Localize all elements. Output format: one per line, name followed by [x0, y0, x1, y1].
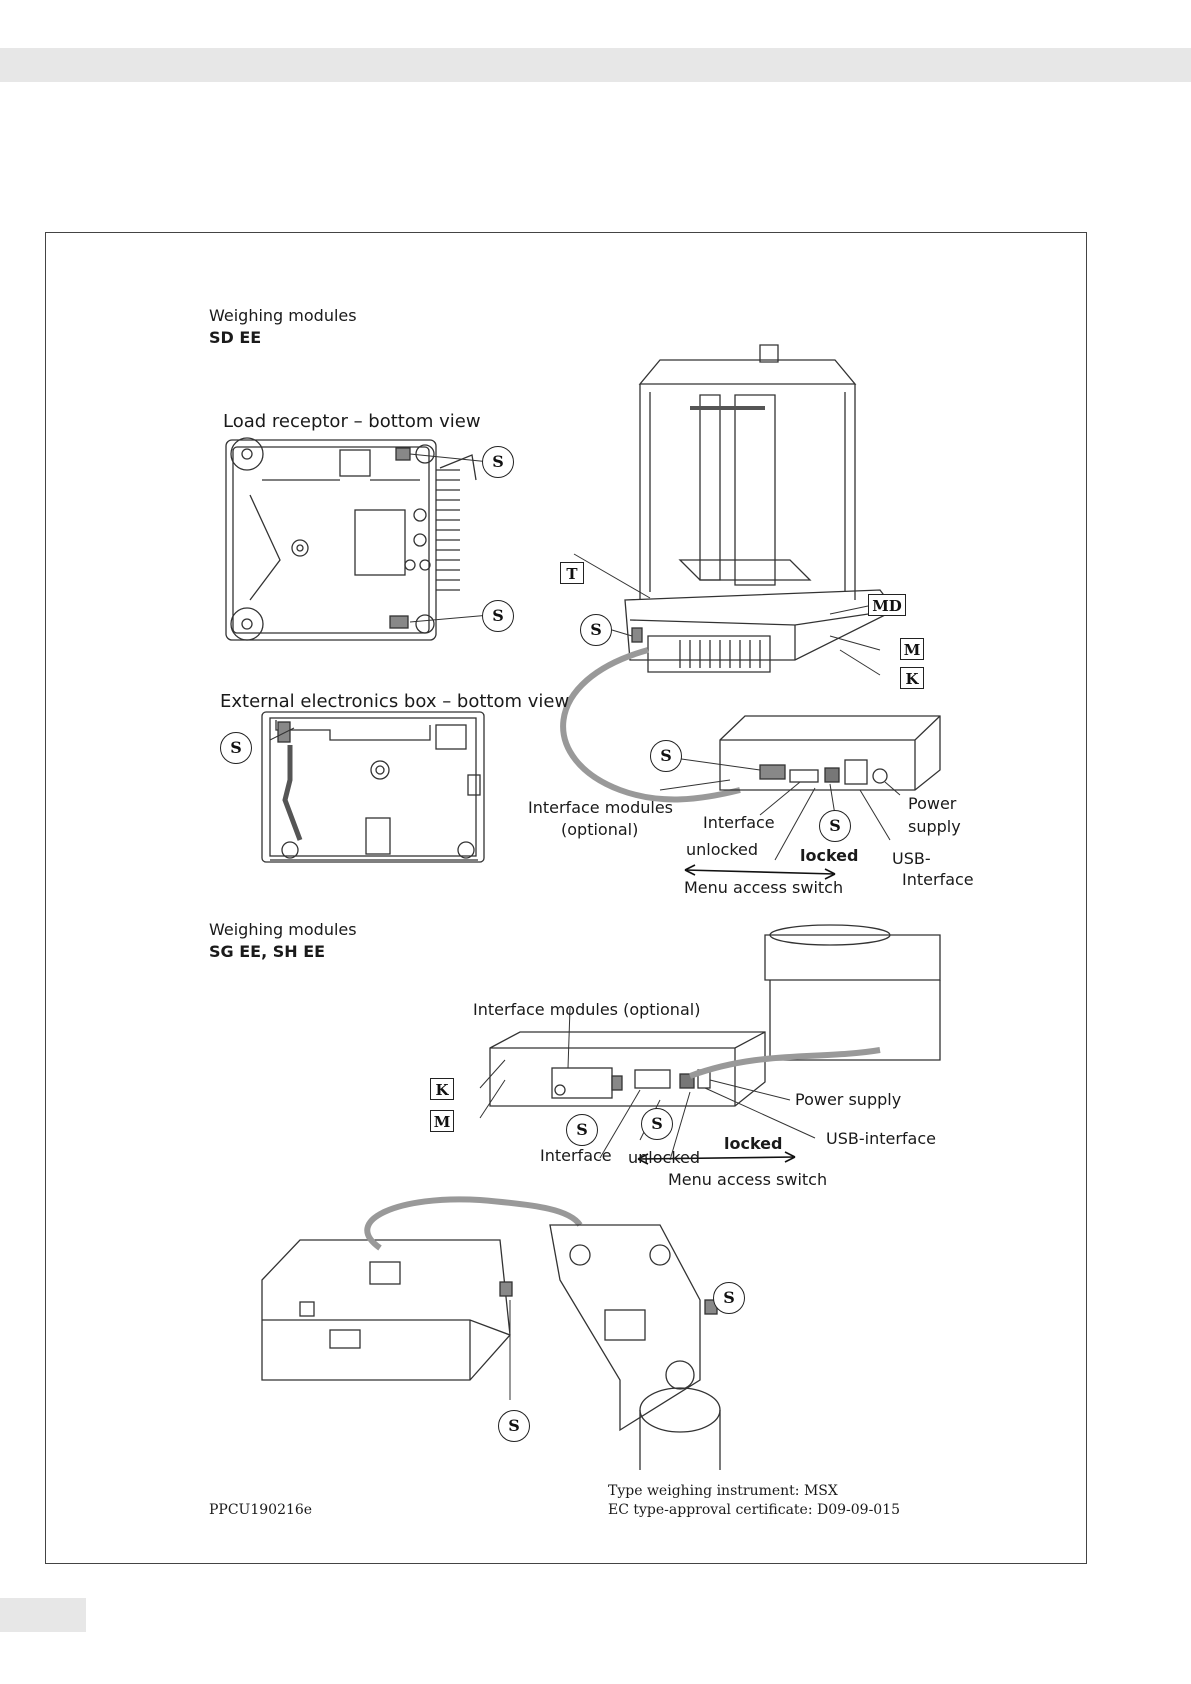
usb-interface-label: USB-interface — [826, 1129, 936, 1148]
seal-marker: S — [580, 614, 612, 646]
section2-models: SG EE, SH EE — [209, 942, 326, 961]
seal-marker: S — [220, 732, 252, 764]
supply-label: supply — [908, 817, 961, 836]
section1-heading: Weighing modules — [209, 306, 357, 325]
seal-marker: S — [641, 1108, 673, 1140]
seal-marker: S — [566, 1114, 598, 1146]
locked-label: locked — [800, 846, 859, 865]
label-k: K — [430, 1078, 454, 1100]
locked-label: locked — [724, 1134, 783, 1153]
usb-label-1: USB- — [892, 849, 931, 868]
label-md: MD — [868, 594, 906, 616]
ec-certificate: EC type-approval certificate: D09-09-015 — [608, 1502, 901, 1518]
interface-label: Interface — [540, 1146, 612, 1165]
type-instrument: Type weighing instrument: MSX — [608, 1483, 838, 1499]
interface-modules-optional-label: Interface modules (optional) — [473, 1000, 701, 1019]
electronics-box-sg-drawing — [479, 924, 941, 1165]
optional-label: (optional) — [561, 820, 639, 839]
seal-marker: S — [482, 446, 514, 478]
section2-heading: Weighing modules — [209, 920, 357, 939]
power-label: Power — [908, 794, 957, 813]
page-tab — [0, 1598, 86, 1632]
sg-bottom-views-drawing — [261, 1196, 726, 1470]
section1-models: SD EE — [209, 328, 262, 347]
menu-access-switch-label: Menu access switch — [668, 1170, 828, 1189]
usb-label-2: Interface — [902, 870, 974, 889]
figure-frame — [45, 232, 1087, 1564]
unlocked-label: unlocked — [686, 840, 759, 859]
unlocked-label: unlocked — [628, 1148, 701, 1167]
electronics-box-sd-drawing — [659, 715, 941, 880]
label-m: M — [900, 638, 924, 660]
load-receptor-caption: Load receptor – bottom view — [223, 411, 481, 432]
load-receptor-drawing — [225, 437, 491, 641]
seal-marker: S — [482, 600, 514, 632]
label-k: K — [900, 667, 924, 689]
menu-access-switch-label: Menu access switch — [684, 878, 844, 897]
label-m: M — [430, 1110, 454, 1132]
header-band — [0, 48, 1191, 82]
seal-marker: S — [498, 1410, 530, 1442]
interface-label: Interface — [703, 813, 775, 832]
seal-marker: S — [650, 740, 682, 772]
seal-marker: S — [713, 1282, 745, 1314]
footer-code: PPCU190216e — [209, 1502, 313, 1518]
power-supply-label: Power supply — [795, 1090, 902, 1109]
seal-marker: S — [819, 810, 851, 842]
balance-sd-drawing — [560, 344, 896, 803]
electronics-box-drawing — [261, 711, 485, 863]
electronics-box-caption: External electronics box – bottom view — [220, 691, 570, 712]
interface-modules-label: Interface modules — [528, 798, 674, 817]
label-t: T — [560, 562, 584, 584]
